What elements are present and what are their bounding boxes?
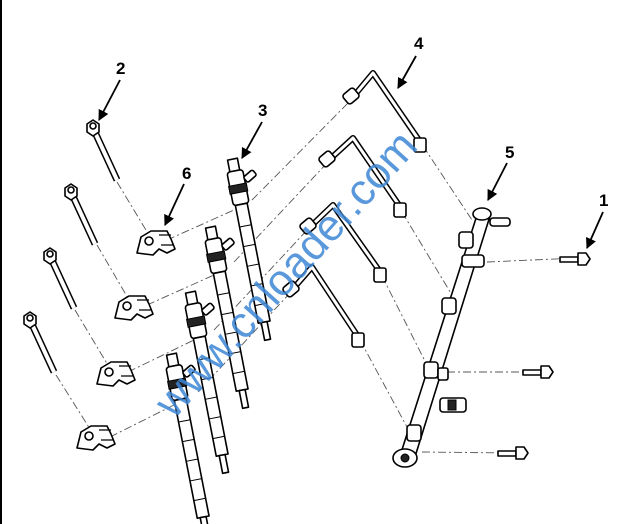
fuel-line bbox=[299, 202, 387, 283]
rail-bolt bbox=[522, 365, 554, 379]
injector-clamp bbox=[136, 230, 176, 256]
fuel-line bbox=[342, 70, 427, 153]
clamp-bolt bbox=[87, 120, 117, 180]
injector-clamp bbox=[96, 361, 136, 387]
fuel-line bbox=[282, 264, 365, 348]
fuel-line bbox=[318, 135, 407, 218]
callout-2: 2 bbox=[116, 59, 125, 78]
clamp-bolt bbox=[24, 312, 54, 372]
clamp-bolts bbox=[24, 120, 117, 372]
injector-clamps bbox=[76, 230, 176, 451]
injector-clamp bbox=[114, 295, 154, 321]
callout-6: 6 bbox=[182, 164, 191, 183]
fuel-lines bbox=[282, 70, 427, 348]
callout-4: 4 bbox=[414, 34, 424, 53]
callout-5: 5 bbox=[505, 143, 514, 162]
callout-1: 1 bbox=[599, 191, 608, 210]
rail-bolts bbox=[497, 252, 591, 460]
fuel-rail bbox=[392, 207, 511, 468]
pressure-sensor bbox=[439, 397, 467, 413]
clamp-bolt bbox=[65, 184, 95, 244]
callouts: 1 2 3 4 5 6 bbox=[98, 34, 608, 249]
rail-bolt bbox=[497, 446, 529, 460]
callout-3: 3 bbox=[258, 101, 267, 120]
clamp-bolt bbox=[44, 248, 74, 308]
injector-clamp bbox=[76, 425, 116, 451]
rail-bolt bbox=[559, 252, 591, 266]
